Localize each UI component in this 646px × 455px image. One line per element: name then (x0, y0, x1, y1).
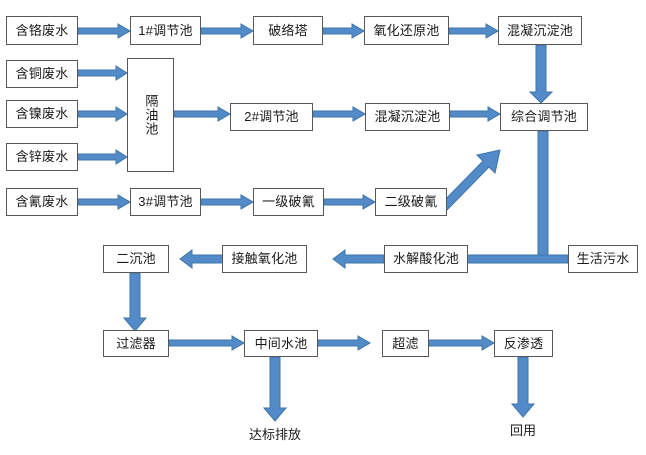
node-adjust-tank-3[interactable]: 3#调节池 (130, 188, 201, 216)
node-decomplexation-tower[interactable]: 破络塔 (253, 16, 323, 45)
node-ultrafiltration[interactable]: 超滤 (382, 330, 429, 357)
node-adjust-tank-1[interactable]: 1#调节池 (130, 16, 201, 45)
node-hydrolysis-acidification-tank[interactable]: 水解酸化池 (384, 245, 468, 273)
label-standard-discharge: 达标排放 (248, 426, 301, 442)
node-filter[interactable]: 过滤器 (103, 330, 169, 357)
node-intermediate-water-tank[interactable]: 中间水池 (244, 330, 318, 357)
node-zinc-wastewater[interactable]: 含锌废水 (6, 143, 78, 171)
node-coagulation-sed-tank-2[interactable]: 混凝沉淀池 (365, 103, 450, 131)
node-adjust-tank-2[interactable]: 2#调节池 (230, 103, 313, 131)
node-cyanide-break-1[interactable]: 一级破氰 (253, 188, 324, 216)
node-oil-separation-tank[interactable]: 隔油池 (127, 58, 174, 172)
node-copper-wastewater[interactable]: 含铜废水 (6, 60, 78, 88)
node-chrome-wastewater[interactable]: 含铬废水 (6, 16, 78, 45)
node-secondary-sed-tank[interactable]: 二沉池 (103, 245, 169, 273)
label-reuse: 回用 (509, 422, 536, 438)
node-coagulation-sed-tank-1[interactable]: 混凝沉淀池 (498, 16, 582, 45)
node-contact-oxidation-tank[interactable]: 接触氧化池 (222, 245, 307, 273)
node-redox-tank[interactable]: 氧化还原池 (364, 16, 449, 45)
node-cyanide-break-2[interactable]: 二级破氰 (375, 188, 447, 216)
node-reverse-osmosis[interactable]: 反渗透 (494, 330, 553, 357)
node-comprehensive-adjust-tank[interactable]: 综合调节池 (500, 103, 588, 131)
node-domestic-sewage[interactable]: 生活污水 (568, 245, 638, 273)
node-nickel-wastewater[interactable]: 含镍废水 (6, 100, 78, 128)
node-cyanide-wastewater[interactable]: 含氰废水 (6, 188, 78, 216)
